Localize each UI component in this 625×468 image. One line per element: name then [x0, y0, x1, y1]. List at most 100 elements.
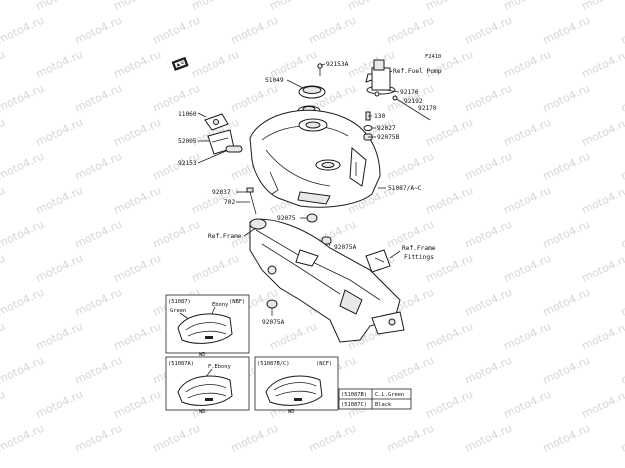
damper-icon [306, 213, 318, 223]
watermark-text: moto4.ru [463, 354, 514, 387]
watermark-text: moto4.ru [0, 150, 46, 183]
watermark-text: moto4.ru [229, 82, 280, 115]
watermark-text: moto4.ru [580, 0, 625, 13]
fuel-tank-icon [249, 109, 381, 208]
watermark-text: moto4.ru [619, 286, 625, 319]
variant3-code: (51087B/C) [257, 361, 289, 367]
watermark-text: moto4.ru [112, 48, 163, 81]
label-92075B: 92075B [377, 134, 400, 141]
watermark-text: moto4.ru [424, 116, 475, 149]
watermark-text: moto4.ru [424, 48, 475, 81]
watermark-text: moto4.ru [73, 150, 124, 183]
callout-labels: 92153A Ref.Fuel Pump 51049 92170 92192 9… [178, 61, 442, 326]
bolt-side-icon [246, 187, 257, 215]
watermark-text: moto4.ru [151, 14, 202, 47]
watermark-text: moto4.ru [619, 14, 625, 47]
label-130: 130 [374, 113, 385, 120]
watermark-text: moto4.ru [307, 422, 358, 455]
label-92075A-top: 92075A [334, 244, 357, 251]
watermark-text: moto4.ru [0, 286, 46, 319]
label-ref-frame-fittings-1: Ref.Frame [402, 245, 436, 252]
watermark-text: moto4.ru [307, 14, 358, 47]
watermark-text: moto4.ru [541, 218, 592, 251]
watermark-text: moto4.ru [580, 48, 625, 81]
label-51087-a-c: 51087/A~C [388, 185, 422, 192]
fuel-pump-icon [365, 59, 396, 97]
variant3-tag: WD [288, 409, 295, 415]
watermark-text: moto4.ru [541, 14, 592, 47]
label-52005: 52005 [178, 138, 197, 145]
label-92170-b: 92170 [418, 105, 437, 112]
label-92153A: 92153A [326, 61, 349, 68]
watermark-text: moto4.ru [73, 82, 124, 115]
watermark-text: moto4.ru [385, 14, 436, 47]
frame-fittings-icon [365, 249, 391, 273]
watermark-text: moto4.ru [190, 0, 241, 13]
variant1-tag: WD [199, 352, 206, 358]
watermark-text: moto4.ru [619, 82, 625, 115]
label-702: 702 [224, 199, 235, 206]
watermark-text: moto4.ru [463, 422, 514, 455]
leader-lines [197, 63, 401, 316]
watermark-text: moto4.ru [112, 116, 163, 149]
watermark-text: moto4.ru [229, 422, 280, 455]
bracket-icon [207, 129, 243, 155]
watermark-text: moto4.ru [502, 320, 553, 353]
watermark-text: moto4.ru [502, 0, 553, 13]
watermark-text: moto4.ru [0, 14, 46, 47]
variant1-code: (51087) [168, 299, 191, 305]
label-11060: 11060 [178, 111, 197, 118]
watermark-text: moto4.ru [346, 0, 397, 13]
label-51049: 51049 [265, 77, 284, 84]
watermark-text: moto4.ru [190, 48, 241, 81]
variant2-code: (51087A) [168, 361, 194, 367]
label-92027: 92027 [377, 125, 396, 132]
watermark-text: moto4.ru [463, 82, 514, 115]
watermark-text: moto4.ru [0, 82, 46, 115]
watermark-text: moto4.ru [0, 354, 46, 387]
watermark-text: moto4.ru [34, 48, 85, 81]
figure-code: F2410 [425, 54, 441, 60]
watermark-text: moto4.ru [0, 320, 7, 353]
watermark-text: moto4.ru [0, 116, 7, 149]
frame-icon [249, 218, 405, 343]
watermark-text: moto4.ru [580, 116, 625, 149]
damper-a-bottom-icon [266, 299, 278, 309]
watermark-text: moto4.ru [541, 82, 592, 115]
variant2-color-a: F.Ebony [208, 364, 231, 370]
warning-label-icon [171, 56, 189, 71]
watermark-text: moto4.ru [0, 48, 7, 81]
watermark-text: moto4.ru [112, 320, 163, 353]
label-92075: 92075 [277, 215, 296, 222]
watermark-text: moto4.ru [619, 218, 625, 251]
watermark-text: moto4.ru [73, 286, 124, 319]
watermark-text: moto4.ru [112, 252, 163, 285]
damper-a-icon [321, 236, 332, 245]
color-row-0-code: (51087B) [341, 392, 367, 398]
watermark-text: moto4.ru [385, 150, 436, 183]
watermark-text: moto4.ru [502, 48, 553, 81]
watermark-text: moto4.ru [541, 150, 592, 183]
watermark-text: moto4.ru [0, 422, 46, 455]
watermark-text: moto4.ru [463, 218, 514, 251]
watermark-text: moto4.ru [112, 388, 163, 421]
watermark-text: moto4.ru [34, 388, 85, 421]
label-ref-fuel-pump: Ref.Fuel Pump [393, 68, 442, 75]
bolt-icon [317, 63, 323, 76]
label-92192: 92192 [404, 98, 423, 105]
label-ref-frame-fittings-2: Fittings [404, 254, 434, 261]
gasket-icon [204, 113, 229, 131]
watermark-text: moto4.ru [112, 184, 163, 217]
watermark-text: moto4.ru [424, 388, 475, 421]
watermark-text: moto4.ru [151, 82, 202, 115]
watermark-text: moto4.ru [385, 354, 436, 387]
watermark-text: moto4.ru [151, 218, 202, 251]
watermark-text: moto4.ru [229, 14, 280, 47]
watermark-text: moto4.ru [0, 0, 7, 13]
label-ref-frame: Ref.Frame [208, 233, 242, 240]
watermark-text: moto4.ru [73, 422, 124, 455]
watermark-text: moto4.ru [73, 218, 124, 251]
watermark-text: moto4.ru [34, 184, 85, 217]
variant1-color-a: Green [170, 308, 186, 314]
watermark-text: moto4.ru [541, 422, 592, 455]
